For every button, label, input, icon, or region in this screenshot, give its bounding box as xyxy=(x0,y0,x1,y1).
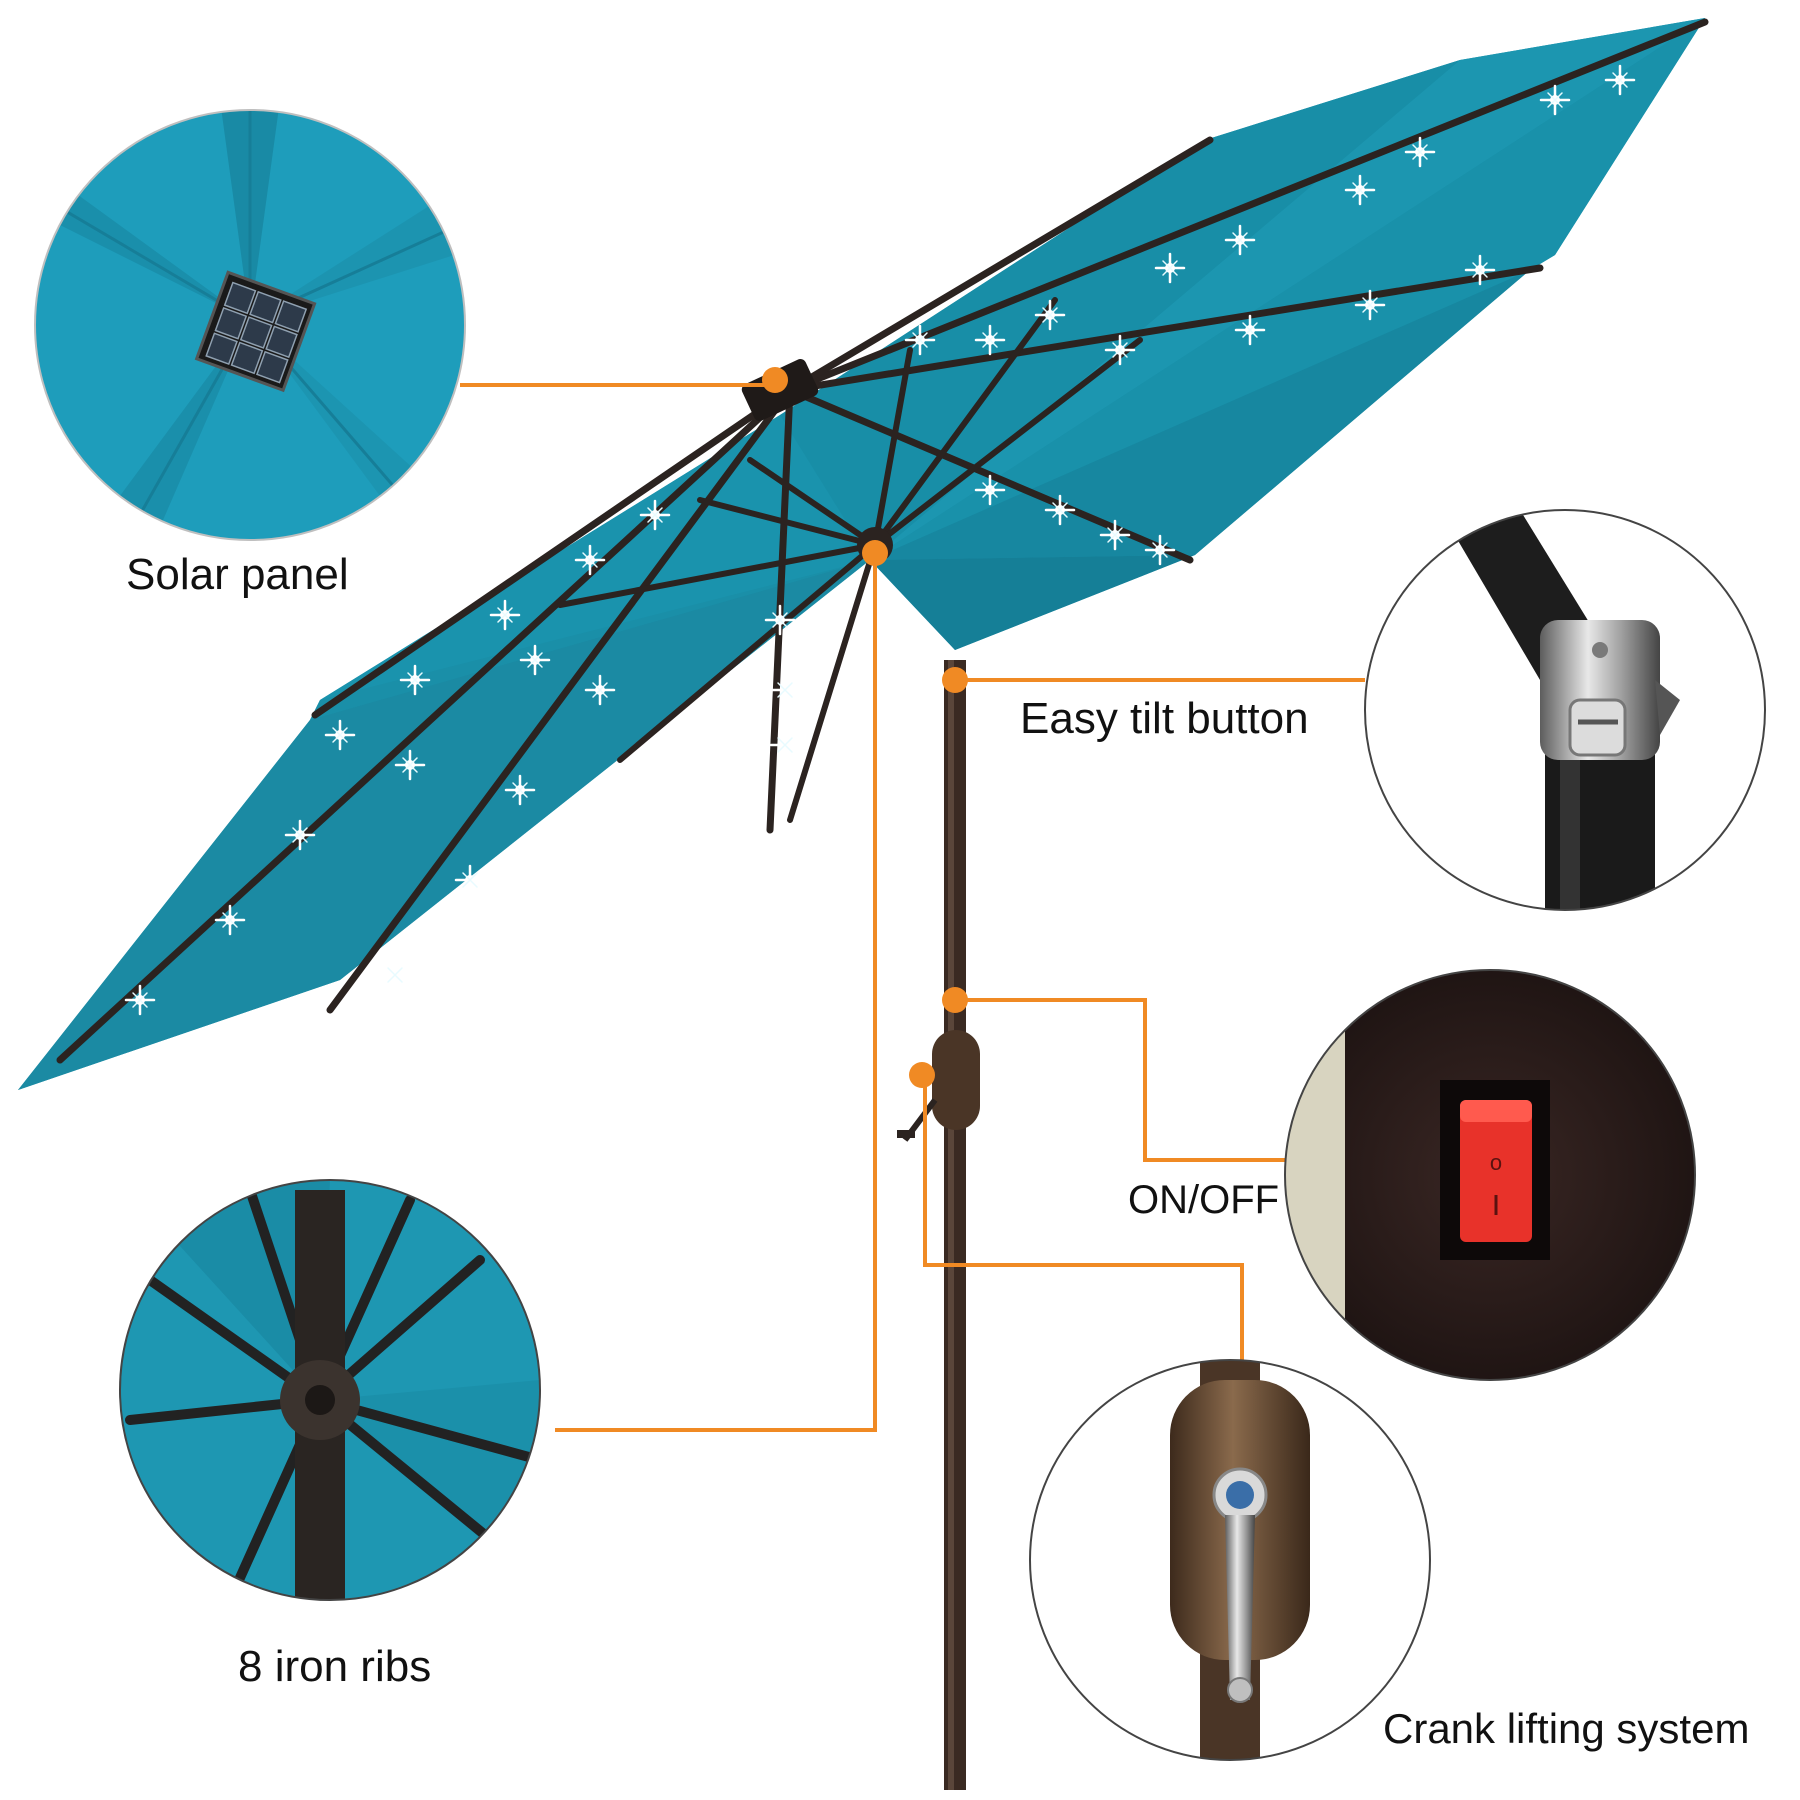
solar-panel-detail xyxy=(34,109,466,541)
solar-panel-label: Solar panel xyxy=(126,550,349,599)
crank-detail xyxy=(1029,1359,1431,1761)
crank-handle-icon xyxy=(1170,1380,1310,1703)
umbrella-canopy xyxy=(18,18,1709,1090)
tilt-button-detail xyxy=(1364,509,1766,911)
canopy-ribs xyxy=(56,18,1709,1064)
callout-dots xyxy=(762,367,968,1088)
ribs-label: 8 iron ribs xyxy=(238,1642,432,1691)
solar-panel-icon xyxy=(194,270,317,393)
ribs-detail xyxy=(119,1179,541,1601)
power-switch-icon: o xyxy=(1440,1080,1550,1260)
on-off-label: ON/OFF xyxy=(1128,1178,1280,1222)
crank-label: Crank lifting system xyxy=(1383,1705,1750,1752)
tilt-button-label: Easy tilt button xyxy=(1020,694,1309,743)
callout-lines xyxy=(460,383,1365,1432)
tilt-button-icon xyxy=(1540,620,1680,760)
umbrella-pole xyxy=(897,660,980,1790)
on-off-switch-detail: o xyxy=(1284,969,1696,1381)
svg-text:o: o xyxy=(1490,1150,1502,1175)
